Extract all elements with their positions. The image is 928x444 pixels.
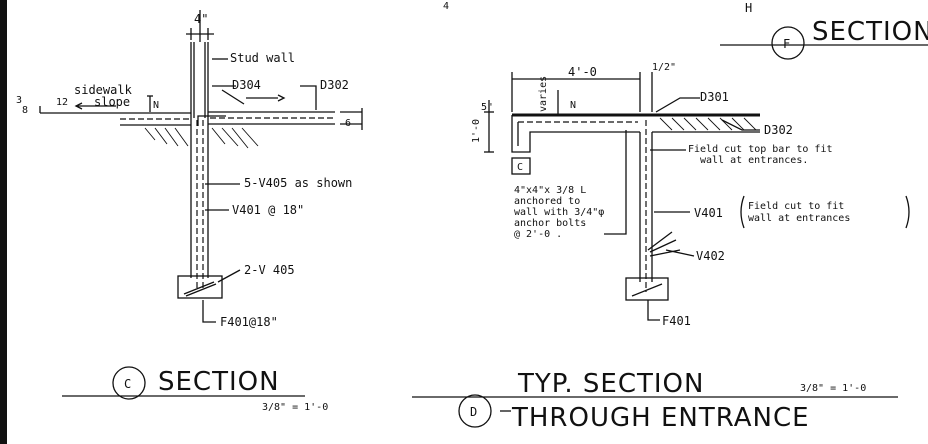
label-v402: V402 [696, 249, 725, 263]
detail-d: 4'-0 1/2" varies N 5" 1'-0 C [412, 62, 910, 433]
slab-hatch-d [659, 117, 757, 131]
dim-cant: 4'-0 [568, 65, 597, 79]
label-angle-1: 4"x4"x 3/8 L [514, 185, 586, 196]
label-slope: slope [94, 95, 130, 109]
label-stud-wall: Stud wall [230, 51, 295, 65]
footing-d [625, 277, 669, 301]
dim-small-c: N [153, 100, 159, 111]
title-c: SECTION [158, 367, 280, 397]
ground-hatch-c [144, 127, 259, 149]
label-field-cut-top-2: wall at entrances. [700, 155, 808, 166]
label-field-cut-top: Field cut top bar to fit [688, 144, 833, 155]
label-f401-c: F401@18" [220, 315, 278, 329]
label-f401-d: F401 [662, 314, 691, 328]
dim-slope-den: 8 [22, 105, 28, 116]
label-d302-c: D302 [320, 78, 349, 92]
dim-slope-val: 12 [56, 97, 68, 108]
label-d302-d: D302 [764, 123, 793, 137]
dim-five: 5" [481, 102, 493, 113]
label-d304: D304 [232, 78, 261, 92]
dim-half: 1/2" [652, 62, 676, 73]
dim-right-c: 6 [345, 118, 351, 129]
label-v401-note-1: Field cut to fit [748, 201, 844, 212]
dim-varies: varies [538, 76, 549, 112]
marker-f-letter: F [783, 37, 790, 51]
detail-c: 4" [16, 10, 363, 413]
dim-c: C [517, 162, 523, 173]
label-v401-c: V401 @ 18" [232, 203, 304, 217]
sheet-border-left [0, 0, 7, 444]
title-d-line2: THROUGH ENTRANCE [511, 403, 810, 433]
dim-slope-num: 3 [16, 95, 22, 106]
label-2v405: 2-V 405 [244, 263, 295, 277]
top-fragment-2: H [745, 1, 752, 15]
top-fragment-1: 4 [443, 1, 449, 12]
detail-f: F SECTION [720, 17, 928, 60]
dim-n: N [570, 100, 576, 111]
dim-top-c: 4" [194, 12, 208, 26]
label-v401-d: V401 [694, 206, 723, 220]
label-angle-4: anchor bolts [514, 218, 586, 229]
label-v401-note-2: wall at entrances [748, 213, 850, 224]
footing-c [177, 275, 223, 299]
label-sidewalk: sidewalk [74, 83, 133, 97]
title-d-line1: TYP. SECTION [517, 369, 704, 399]
scale-c: 3/8" = 1'-0 [262, 402, 328, 413]
detail-marker-f [771, 26, 805, 60]
detail-marker-c [112, 366, 146, 400]
detail-marker-d [458, 394, 492, 428]
label-angle-2: anchored to [514, 196, 580, 207]
label-5v405: 5-V405 as shown [244, 176, 352, 190]
marker-c-letter: C [124, 377, 131, 391]
dim-onefoot: 1'-0 [471, 119, 482, 143]
label-angle-5: @ 2'-0 . [514, 229, 562, 240]
label-angle-3: wall with 3/4"φ [514, 207, 604, 218]
title-f: SECTION [812, 17, 928, 47]
marker-d-letter: D [470, 405, 477, 419]
scale-d: 3/8" = 1'-0 [800, 383, 866, 394]
label-d301: D301 [700, 90, 729, 104]
